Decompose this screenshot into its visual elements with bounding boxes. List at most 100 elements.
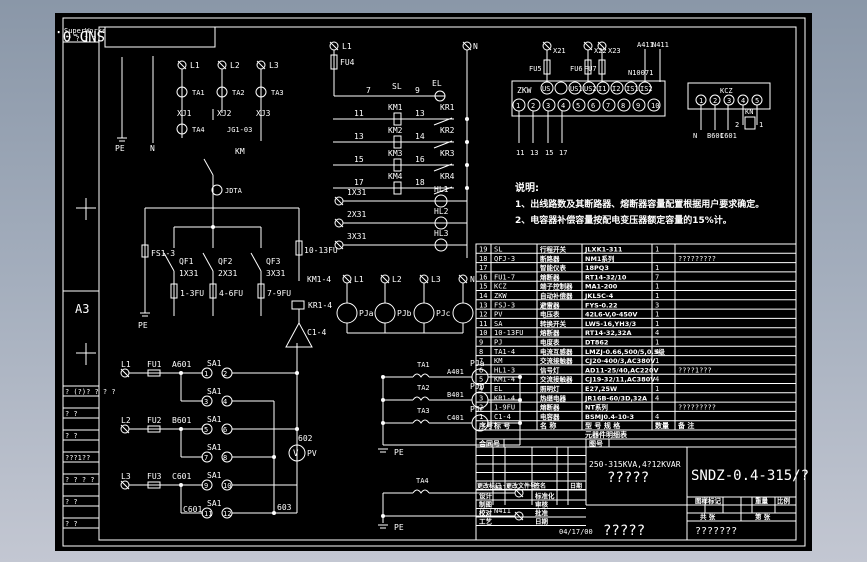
bom-cell: EL	[494, 385, 502, 393]
node-label: C601	[183, 505, 202, 514]
bom-cell: 5	[479, 376, 483, 384]
bom-header: 数量	[655, 421, 669, 430]
contact-num: 12	[223, 510, 231, 518]
wire-label: C601	[720, 132, 737, 140]
terminal-icon	[514, 511, 524, 521]
bom-header: 序号	[478, 421, 493, 430]
bom-cell: 电容器	[540, 412, 560, 421]
pin-label: 10	[651, 102, 659, 110]
fuse-label: 4-6FU	[219, 289, 243, 298]
indicator-lamp-icon	[434, 194, 448, 208]
bom-cell: 4	[655, 348, 659, 356]
relay-contact-icon	[433, 163, 453, 172]
junction	[272, 511, 276, 515]
fuse-icon	[584, 59, 592, 75]
bom-cell: 电度表	[540, 338, 560, 347]
contact-num: 2	[223, 370, 227, 378]
ct-label: TA4	[416, 477, 429, 485]
bom-cell: 智能仪表	[540, 263, 567, 272]
junction	[465, 117, 469, 121]
ct-label: TA1	[192, 89, 205, 97]
terminal-label: 1X31	[179, 269, 198, 278]
bom-cell: 12	[479, 311, 487, 319]
fuse-icon	[170, 283, 178, 299]
side-label: ? ?	[65, 520, 78, 528]
pin-label: IS2	[640, 85, 653, 93]
terminal-slash	[583, 41, 593, 51]
bom-cell: TA1-4	[494, 348, 515, 356]
switch-label: SA1	[207, 387, 222, 396]
switch-label: SA1	[207, 359, 222, 368]
pin-label: 5	[755, 97, 759, 105]
bom-cell: 1	[655, 246, 659, 254]
jdta-label: JDTA	[225, 187, 243, 195]
bom-cell: 4	[655, 394, 659, 402]
bom-cell: 电压表	[540, 310, 560, 319]
side-label-strip: ? (?)? ? ? ?? ?? ????1??? ? ? ?? ?? ?	[63, 385, 116, 529]
node-label: B601	[172, 416, 191, 425]
pin-label: 5	[576, 102, 580, 110]
terminal-label: 3X31	[347, 232, 366, 241]
spec-line: 250-315KVA,4?12KVAR	[589, 460, 681, 469]
coil-icon	[393, 158, 402, 172]
fuse-icon	[147, 481, 161, 489]
bom-header: 型 号 规 格	[585, 421, 621, 430]
bom-cell: 1-9FU	[494, 404, 515, 412]
relay-contact-icon	[433, 117, 453, 126]
drawing-no-label: 图号	[589, 439, 603, 448]
pin-label: 9	[636, 102, 640, 110]
junction	[295, 427, 299, 431]
pin-label: 8	[621, 102, 625, 110]
pin-label: 3	[546, 102, 550, 110]
terminal-slash	[458, 274, 468, 284]
company-name: ???????	[695, 526, 737, 537]
coil-icon	[393, 135, 402, 149]
contact-num: 5	[204, 426, 208, 434]
wire-number: 15	[354, 155, 364, 164]
bom-cell: 1	[655, 292, 659, 300]
cad-viewport[interactable]: SuperWorks ? ? ? ? SND-0.4-315/? A3 ? (?…	[55, 13, 812, 551]
terminal-slash	[419, 274, 429, 284]
contact-num: 10	[223, 482, 231, 490]
coil-label: KM3	[388, 149, 403, 158]
fuse-icon	[330, 54, 338, 70]
pin-label: 7	[606, 102, 610, 110]
supply-label: L2	[392, 275, 402, 284]
junction	[381, 514, 385, 518]
bom-cell: 17	[479, 264, 487, 272]
bom-cell: 1	[655, 357, 659, 365]
bom-cell: 4	[655, 329, 659, 337]
spec-sub: ?????	[607, 470, 649, 486]
pin-label: 4	[741, 97, 745, 105]
junction	[465, 163, 469, 167]
terminal-slash	[597, 41, 607, 51]
lamp-label: HL1	[434, 185, 449, 194]
phase-label: L1	[190, 61, 200, 70]
wire-label: 15	[545, 149, 553, 157]
bom-cell: 1	[655, 283, 659, 291]
bom-cell: 自动补偿器	[540, 291, 573, 300]
terminal-slash	[380, 274, 390, 284]
switch-label: SA1	[207, 415, 222, 424]
meter-icon	[374, 302, 396, 324]
bom-cell: RT14-32/10	[585, 273, 627, 281]
terminal-slash	[217, 60, 227, 70]
meter-icon	[413, 302, 435, 324]
ct-icon	[176, 86, 188, 98]
switch-label: SA1	[207, 443, 222, 452]
bom-cell: KCZ	[494, 283, 507, 291]
bom-cell: 10-13FU	[494, 329, 524, 337]
terminal-label: 2X31	[347, 210, 366, 219]
contact-num: 3	[204, 398, 208, 406]
supply-label: L1	[342, 42, 352, 51]
terminal-slash	[342, 274, 352, 284]
pin-icon	[596, 81, 610, 95]
pe-label-2: PE	[138, 321, 148, 330]
bom-cell: 1	[655, 311, 659, 319]
